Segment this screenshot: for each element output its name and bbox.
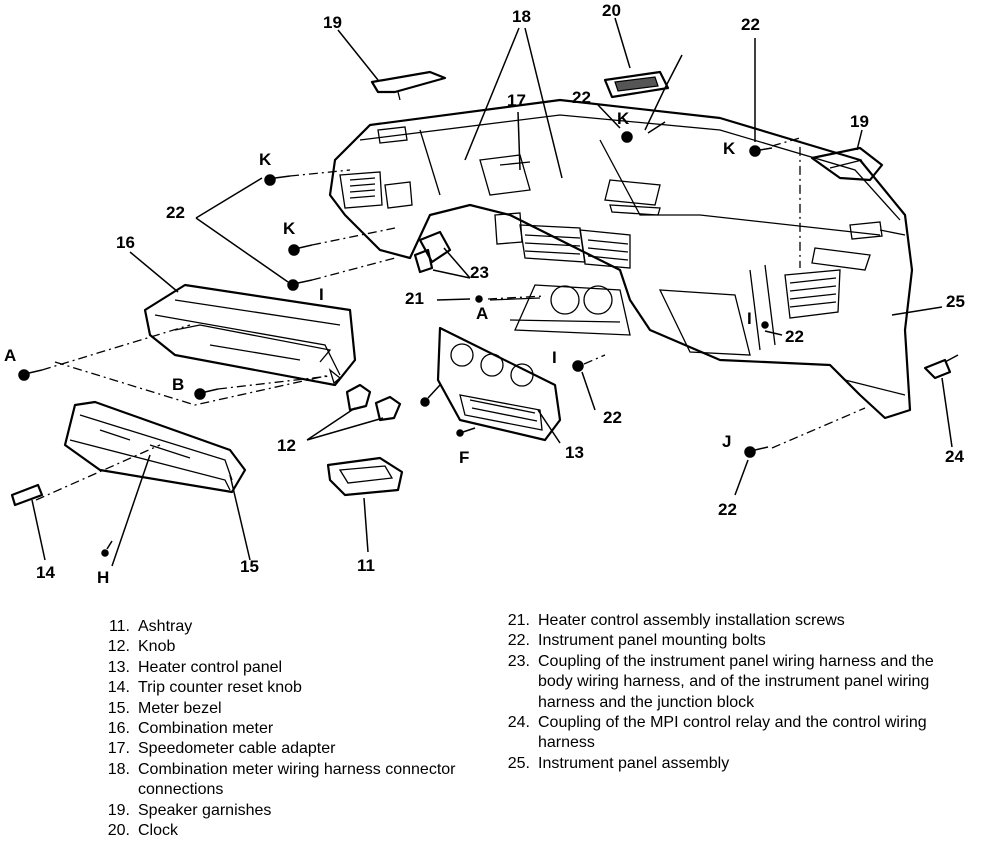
ashtray	[326, 456, 404, 497]
callout-25: 25	[946, 292, 965, 311]
legend-item: 23.Coupling of the instrument panel wiri…	[507, 652, 934, 711]
callout-13: 13	[565, 443, 584, 462]
alignment-lines	[35, 137, 866, 501]
callout-11: 11	[357, 556, 375, 575]
callout-A-left: A	[4, 346, 16, 365]
legend-item: 11.Ashtray	[108, 618, 193, 635]
callout-22-middle: 22	[785, 327, 804, 346]
callout-labels: 11 12 13 14 15 16 17 18 19 19 20 21 22 2…	[4, 1, 965, 587]
callout-22-top: 22	[572, 88, 591, 107]
callout-16: 16	[116, 233, 135, 252]
callout-12: 12	[277, 436, 296, 455]
speaker-garnish-right	[810, 146, 884, 182]
legend-left: 11.Ashtray 12.Knob 13.Heater control pan…	[98, 617, 488, 841]
legend-item: 22.Instrument panel mounting bolts	[507, 632, 766, 650]
speaker-garnish-left	[370, 70, 447, 101]
wiring-harness-couplings	[413, 230, 452, 274]
heater-control-panel	[436, 326, 562, 442]
legend-item: 17.Speedometer cable adapter	[107, 740, 336, 758]
callout-I-right: I	[747, 309, 752, 328]
callout-I-center: I	[552, 348, 557, 367]
instrument-panel-assembly	[328, 98, 914, 420]
callout-J: J	[722, 432, 731, 451]
callout-23: 23	[470, 263, 489, 282]
legend-item: 20.Clock	[107, 822, 179, 840]
callout-22-heater: 22	[603, 408, 622, 427]
legend-item: 13.Heater control panel	[107, 658, 283, 676]
legend-item: 18.Combination meter wiring harness conn…	[107, 760, 456, 799]
callout-22-top-right: 22	[741, 15, 760, 34]
mpi-relay-coupling	[923, 354, 959, 380]
callout-K-top: K	[617, 109, 630, 128]
callout-K-middle: K	[283, 219, 296, 238]
clock	[603, 70, 670, 99]
combination-meter	[143, 283, 357, 387]
callout-H: H	[97, 568, 109, 587]
callout-22-top-left: 22	[166, 203, 185, 222]
callout-19-left: 19	[323, 13, 342, 32]
legend-item: 24.Coupling of the MPI control relay and…	[507, 714, 927, 752]
callout-I-left: I	[319, 285, 324, 304]
callout-19-right: 19	[850, 112, 869, 131]
callout-15: 15	[240, 557, 259, 576]
trip-counter-reset-knob	[10, 483, 44, 507]
legend-item: 21.Heater control assembly installation …	[507, 612, 845, 629]
callout-B: B	[172, 375, 184, 394]
legend-item: 16.Combination meter	[107, 720, 274, 738]
callout-21: 21	[405, 289, 424, 308]
callout-17: 17	[507, 91, 526, 110]
callout-14: 14	[36, 563, 55, 582]
legend-item: 25.Instrument panel assembly	[507, 754, 730, 772]
legend-item: 12.Knob	[107, 638, 176, 656]
leader-lines	[31, 17, 953, 567]
legend-item: 19.Speaker garnishes	[107, 801, 272, 819]
legend-right: 21.Heater control assembly installation …	[498, 611, 938, 774]
callout-K-right: K	[723, 139, 736, 158]
legend-item: 15.Meter bezel	[107, 699, 222, 717]
knobs	[345, 383, 402, 422]
legend-item: 14.Trip counter reset knob	[107, 679, 302, 697]
callout-22-bottom: 22	[718, 500, 737, 519]
callout-18: 18	[512, 7, 531, 26]
callout-24: 24	[945, 447, 964, 466]
callout-K-left: K	[259, 150, 272, 169]
instrument-panel-exploded-diagram: 11 12 13 14 15 16 17 18 19 19 20 21 22 2…	[4, 1, 965, 587]
callout-F: F	[459, 448, 469, 467]
callout-20: 20	[602, 1, 621, 20]
meter-bezel	[63, 400, 247, 494]
callout-A-center: A	[476, 304, 488, 323]
mounting-bolts	[18, 131, 773, 557]
